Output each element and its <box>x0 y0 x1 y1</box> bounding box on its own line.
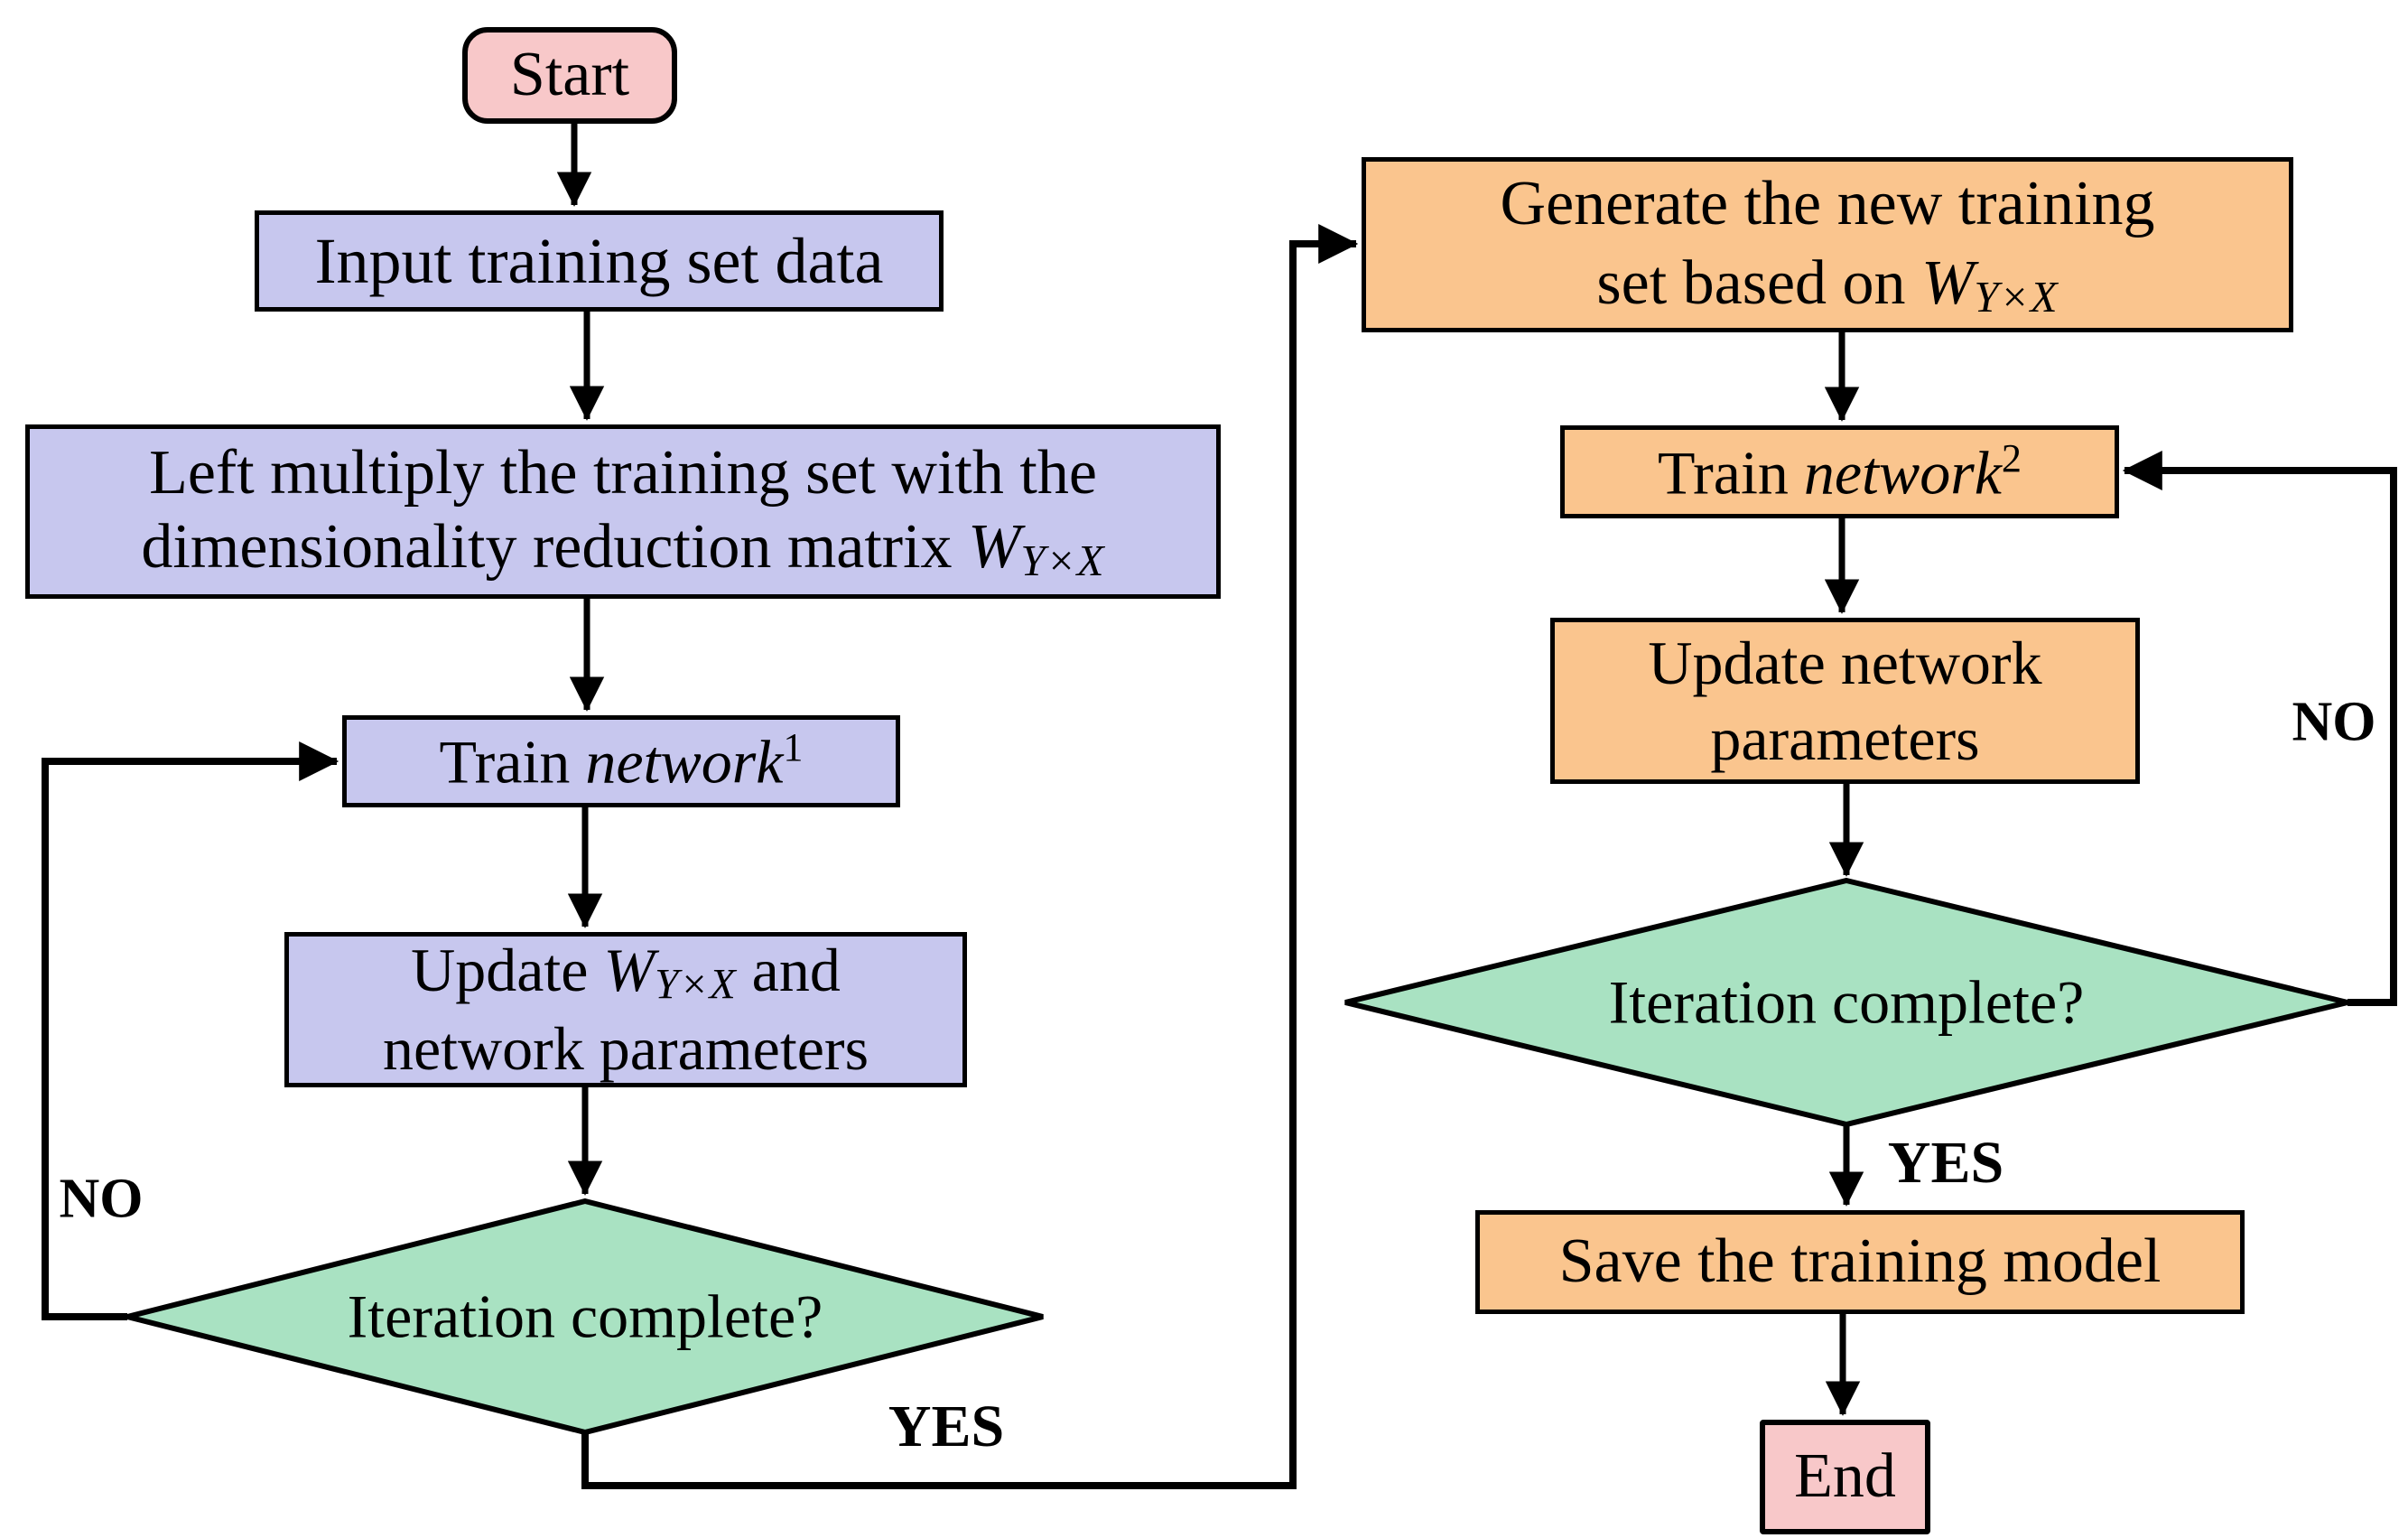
node-input-training-data: Input training set data <box>255 210 944 312</box>
end-label: End <box>1794 1441 1896 1512</box>
arrow-decision1-yes-to-generate <box>581 224 1359 1489</box>
start-label: Start <box>509 40 630 110</box>
node-train-network2: Train network2 <box>1560 425 2119 518</box>
decision1-yes-label: YES <box>888 1394 1005 1459</box>
decision2-no-label: NO <box>2292 691 2376 753</box>
matrix-w-symbol: W <box>1921 248 1975 319</box>
arrow-decision2-no-loop <box>2122 451 2397 1006</box>
left-multiply-line2: dimensionality reduction matrix WY×X <box>141 512 1105 586</box>
node-start: Start <box>462 27 677 124</box>
matrix-w-subscript: Y×X <box>655 961 737 1009</box>
train-network1-label: Train network1 <box>439 725 804 797</box>
decision2-label: Iteration complete? <box>1608 967 2085 1037</box>
node-left-multiply: Left multiply the training set with the … <box>25 424 1221 599</box>
decision1-label: Iteration complete? <box>347 1282 823 1351</box>
node-train-network1: Train network1 <box>342 715 900 807</box>
left-multiply-line1: Left multiply the training set with the <box>149 437 1097 508</box>
update-params-line2: parameters <box>1710 704 1980 773</box>
matrix-w-subscript: Y×X <box>1974 272 2059 322</box>
input-training-data-label: Input training set data <box>314 224 884 297</box>
node-update-network-params: Update network parameters <box>1550 618 2140 784</box>
matrix-w-symbol: W <box>603 936 655 1005</box>
update-params-line1: Update network <box>1648 628 2042 697</box>
generate-line1: Generate the new training <box>1500 169 2155 239</box>
update-w-line1: Update WY×X and <box>411 936 841 1009</box>
node-update-w-and-params: Update WY×X and network parameters <box>284 932 967 1087</box>
node-end: End <box>1760 1420 1930 1534</box>
generate-line2: set based on WY×X <box>1596 248 2059 322</box>
node-save-training-model: Save the training model <box>1475 1210 2245 1314</box>
node-generate-new-set: Generate the new training set based on W… <box>1362 157 2293 332</box>
decision1-no-label: NO <box>59 1168 144 1230</box>
matrix-w-subscript: Y×X <box>1020 536 1105 586</box>
save-model-label: Save the training model <box>1558 1226 2162 1297</box>
matrix-w-symbol: W <box>968 512 1021 583</box>
update-w-line2: network parameters <box>382 1013 869 1083</box>
arrow-decision1-no-loop <box>42 741 339 1320</box>
decision2-yes-label: YES <box>1887 1130 2004 1196</box>
train-network2-label: Train network2 <box>1657 435 2022 508</box>
